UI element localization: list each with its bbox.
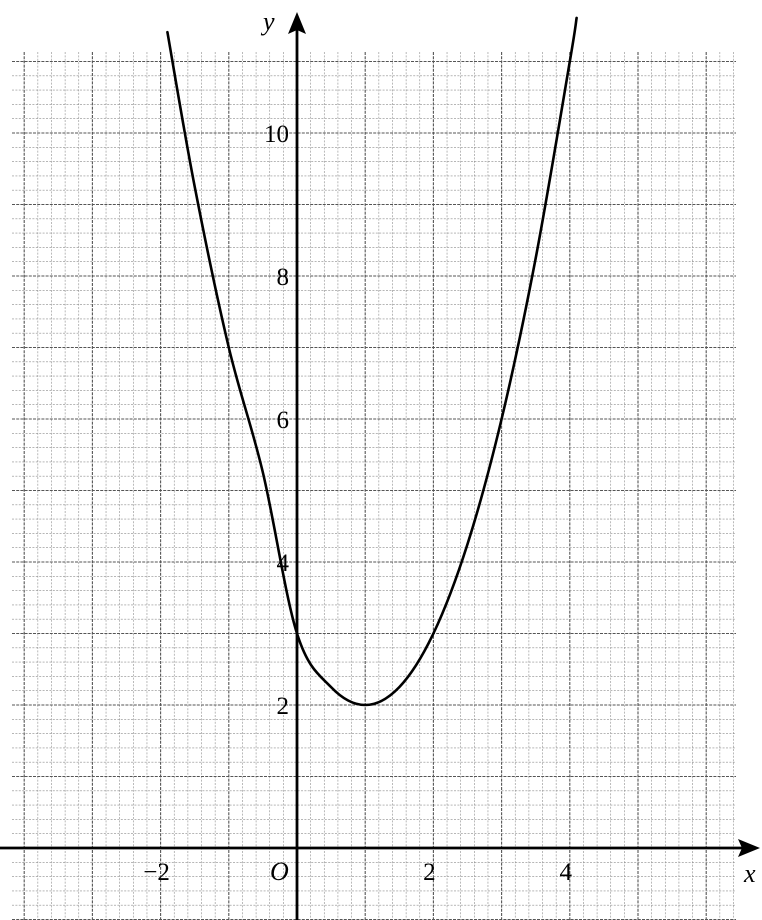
x-tick-label: 2	[423, 859, 436, 886]
axes	[0, 12, 760, 920]
y-tick-label: 6	[277, 407, 290, 434]
y-tick-label: 10	[264, 121, 289, 148]
y-tick-label: 2	[277, 693, 290, 720]
y-tick-label: 8	[277, 264, 290, 291]
y-axis-arrowhead	[288, 12, 306, 34]
y-axis-label: y	[260, 7, 275, 36]
x-axis-label: x	[743, 859, 756, 888]
grid	[12, 52, 736, 920]
series-curve	[166, 16, 578, 707]
y-tick-label: 4	[277, 550, 290, 577]
x-tick-label: 4	[560, 859, 573, 886]
x-axis-arrowhead	[738, 839, 760, 857]
tick-labels: −2 2 4 2 4 6 8 10	[143, 121, 572, 886]
x-tick-label: −2	[143, 859, 170, 886]
origin-label: O	[270, 857, 289, 886]
